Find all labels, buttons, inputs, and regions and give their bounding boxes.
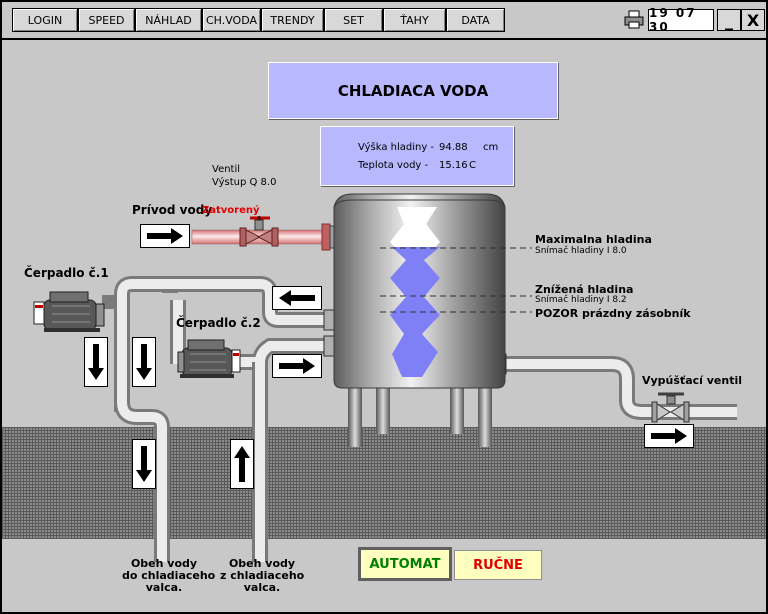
- return-flow-arrow: [272, 286, 322, 310]
- page-title: CHLADIACA VODA: [268, 62, 558, 119]
- level-value: 94.88: [439, 142, 468, 153]
- pump1-label: Čerpadlo č.1: [24, 266, 109, 280]
- nav-trendy-button[interactable]: TRENDY: [261, 8, 324, 32]
- pump1-pipes: [102, 276, 332, 562]
- pump2-label: Čerpadlo č.2: [176, 316, 261, 330]
- close-button[interactable]: X: [741, 9, 765, 31]
- nav-nahlad-button[interactable]: NÁHLAD: [135, 8, 202, 32]
- minimize-button[interactable]: _: [717, 9, 741, 31]
- valve-status: Zatvorený: [202, 205, 260, 216]
- inlet-flow-arrow: [140, 224, 190, 248]
- temp-label: Teplota vody -: [358, 160, 429, 171]
- nav-speed-button[interactable]: SPEED: [78, 8, 135, 32]
- valve-title: Ventil: [212, 164, 241, 175]
- nav-chvoda-button[interactable]: CH.VODA: [202, 8, 261, 32]
- automat-button[interactable]: AUTOMAT: [358, 547, 452, 581]
- drain-valve: [651, 392, 690, 423]
- from-cylinder-up-arrow: [230, 439, 254, 489]
- pump1-motor: [33, 291, 105, 332]
- low-level-label: Znížená hladina: [535, 283, 634, 296]
- low-level-sensor: Snímač hladiny I 8.2: [535, 295, 627, 305]
- pump2-pipes: [162, 291, 332, 562]
- level-unit: cm: [483, 142, 499, 153]
- inlet-label: Prívod vody: [132, 203, 213, 217]
- nav-set-button[interactable]: SET: [324, 8, 383, 32]
- max-level-sensor: Snímač hladiny I 8.0: [535, 246, 627, 256]
- floor-grating: [2, 427, 766, 539]
- water-tank: [333, 193, 506, 389]
- pump1-down-arrow: [84, 337, 108, 387]
- drain-flow-arrow: [644, 424, 694, 448]
- inlet-valve: [239, 216, 279, 247]
- max-level-label: Maximalna hladina: [535, 233, 652, 246]
- drain-valve-label: Vypúšťací ventil: [642, 374, 742, 387]
- top-toolbar: LOGIN SPEED NÁHLAD CH.VODA TRENDY SET ŤA…: [2, 2, 766, 40]
- nav-data-button[interactable]: DATA: [446, 8, 505, 32]
- temp-unit: C: [469, 160, 476, 171]
- to-cylinder-down-arrow: [132, 439, 156, 489]
- empty-warning-label: POZOR prázdny zásobník: [535, 307, 691, 320]
- nav-tahy-button[interactable]: ŤAHY: [383, 8, 446, 32]
- measurement-panel: Výška hladiny - 94.88 cm Teplota vody - …: [320, 126, 514, 186]
- pump2-motor: [177, 339, 241, 378]
- printer-icon[interactable]: [624, 10, 644, 30]
- level-label: Výška hladiny -: [358, 142, 435, 153]
- nav-login-button[interactable]: LOGIN: [12, 8, 78, 32]
- pump2-down-arrow: [132, 337, 156, 387]
- rucne-button[interactable]: RUČNE: [454, 550, 542, 580]
- valve-subtitle: Výstup Q 8.0: [212, 177, 277, 188]
- level-lines: [380, 247, 532, 313]
- supply-flow-arrow: [272, 354, 322, 378]
- temp-value: 15.16: [439, 160, 468, 171]
- clock-display: 19 07 30: [648, 6, 714, 34]
